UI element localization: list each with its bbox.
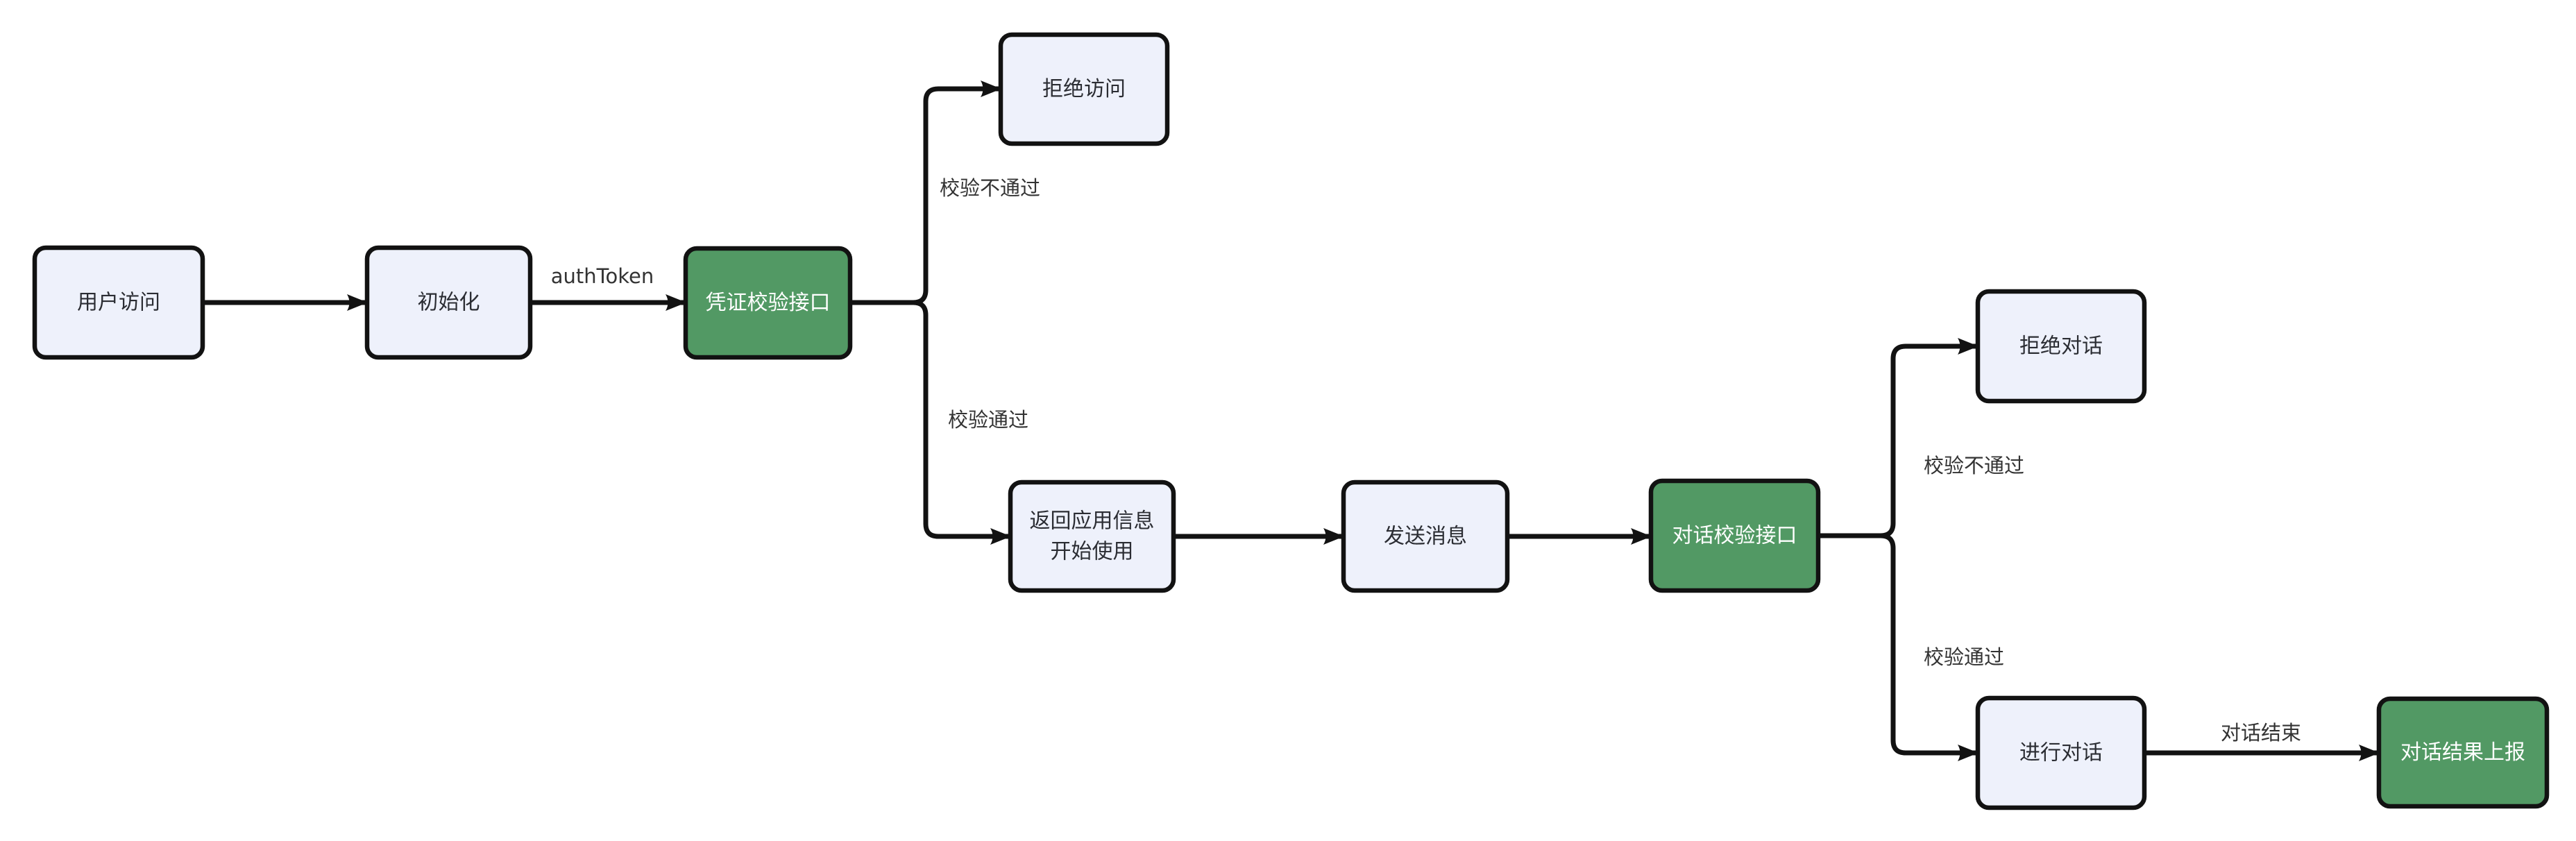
- node-label-deny-dialog: 拒绝对话: [2019, 334, 2103, 359]
- node-box-credential-check-api: [683, 246, 853, 360]
- node-deny-dialog: 拒绝对话: [1975, 289, 2147, 404]
- node-deny-access: 拒绝访问: [998, 32, 1170, 146]
- node-label-user-access: 用户访问: [77, 291, 160, 315]
- node-box-user-access: [32, 245, 205, 360]
- node-label-report-dialog-result: 对话结果上报: [2400, 740, 2525, 765]
- node-credential-check-api: 凭证校验接口: [683, 246, 853, 360]
- edge-credential-check-to-return-info: 校验通过: [850, 300, 1028, 545]
- node-box-deny-access: [998, 32, 1170, 146]
- node-label-credential-check-api: 凭证校验接口: [706, 291, 831, 315]
- node-label-conduct-dialog: 进行对话: [2019, 741, 2103, 765]
- edge-init-to-credential-check: authToken: [530, 264, 686, 311]
- node-box-return-app-info: [1008, 479, 1176, 593]
- node-report-dialog-result: 对话结果上报: [2376, 696, 2550, 809]
- edge-label-dialog-check-to-conduct-dialog: 校验通过: [1924, 645, 2004, 669]
- node-box-conduct-dialog: [1975, 695, 2147, 810]
- node-send-message: 发送消息: [1341, 479, 1510, 593]
- edge-conduct-dialog-to-report-result: 对话结束: [2144, 721, 2380, 761]
- node-label-init: 初始化: [418, 291, 480, 315]
- node-label-line-2: 开始使用: [1051, 540, 1134, 564]
- edge-label-dialog-check-to-deny-dialog: 校验不通过: [1924, 454, 2024, 477]
- node-box-deny-dialog: [1975, 289, 2147, 404]
- edge-dialog-check-to-conduct-dialog: 校验通过: [1818, 533, 2004, 761]
- node-box-dialog-check-api: [1648, 478, 1821, 593]
- edge-line-dialog-check-to-deny-dialog: [1818, 338, 1978, 538]
- node-user-access: 用户访问: [32, 245, 205, 360]
- node-box-send-message: [1341, 479, 1510, 593]
- node-label-dialog-check-api: 对话校验接口: [1672, 524, 1797, 548]
- node-return-app-info: 返回应用信息开始使用: [1008, 479, 1176, 593]
- edge-label-credential-check-to-return-info: 校验通过: [948, 408, 1028, 432]
- edge-label-init-to-credential-check: authToken: [551, 264, 654, 288]
- node-label-deny-access: 拒绝访问: [1042, 77, 1126, 101]
- node-conduct-dialog: 进行对话: [1975, 695, 2147, 810]
- edge-line-dialog-check-to-conduct-dialog: [1818, 533, 1978, 761]
- node-init: 初始化: [364, 245, 533, 360]
- node-box-report-dialog-result: [2376, 696, 2550, 809]
- node-box-init: [364, 245, 533, 360]
- edge-label-credential-check-to-deny-access: 校验不通过: [940, 176, 1040, 200]
- node-label-send-message: 发送消息: [1384, 525, 1467, 549]
- edge-line-credential-check-to-return-info: [850, 300, 1011, 545]
- node-label-line-1: 返回应用信息: [1030, 509, 1155, 534]
- node-label-return-app-info: 返回应用信息开始使用: [1030, 509, 1155, 564]
- node-dialog-check-api: 对话校验接口: [1648, 478, 1821, 593]
- edge-label-conduct-dialog-to-report-result: 对话结束: [2221, 721, 2301, 745]
